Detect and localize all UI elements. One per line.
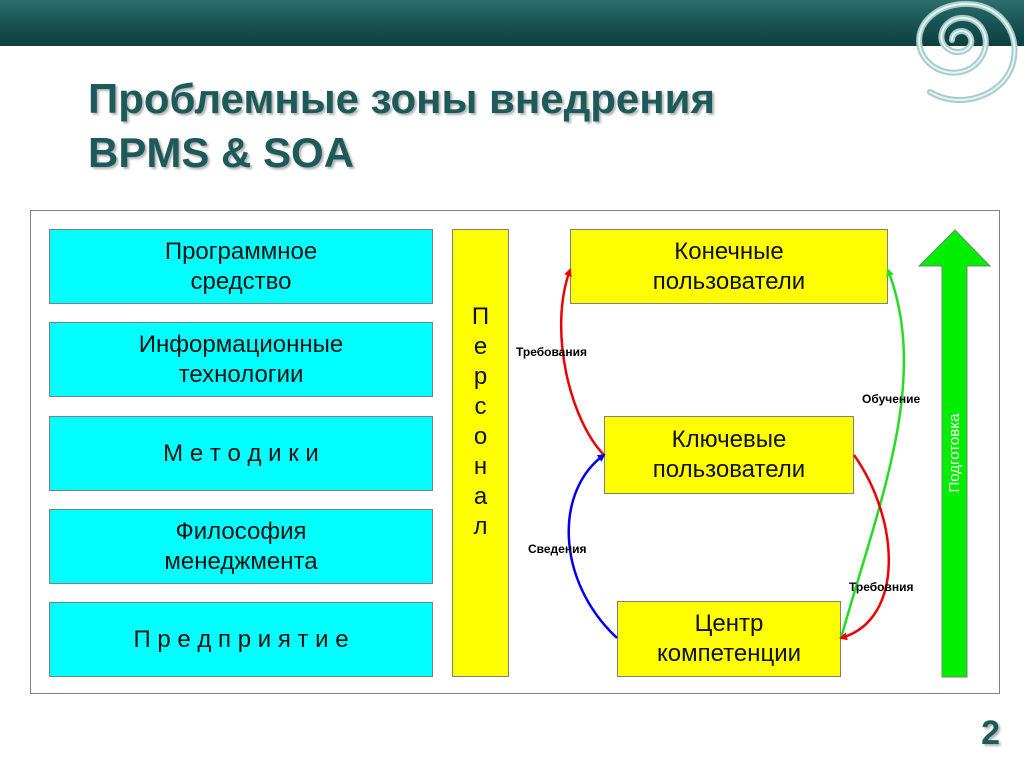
preparation-arrow-shape xyxy=(917,229,992,678)
layer-management-line-2: менеджмента xyxy=(164,547,318,575)
layer-software-line-1: Программное xyxy=(164,237,318,265)
personnel-letter: П xyxy=(471,303,490,330)
spiral-logo-icon xyxy=(916,0,1018,103)
layer-it: Информационные технологии xyxy=(49,322,433,397)
information-arrow-to-key-users xyxy=(567,453,618,639)
competence-center-line-1: Центр xyxy=(694,610,764,637)
preparation-arrow-label: Подготовка xyxy=(946,413,963,493)
personnel-letter: а xyxy=(473,483,488,510)
layer-it-line-1: Информационные xyxy=(138,330,344,358)
layer-management-philosophy: Философия менеджмента xyxy=(49,509,433,584)
layer-it-line-2: технологии xyxy=(178,360,304,388)
end-users-line-1: Конечные xyxy=(674,237,784,265)
personnel-letter: н xyxy=(473,453,488,480)
slide-title: Проблемные зоны внедрения BPMS & SOA xyxy=(88,72,868,180)
slide-title-line-2: BPMS & SOA xyxy=(88,129,355,176)
requirements-arrow-to-competence-center xyxy=(839,454,890,641)
top-banner xyxy=(0,0,1024,46)
end-users-box: Конечные пользователи xyxy=(570,229,888,304)
layer-software-line-2: средство xyxy=(190,267,292,295)
layer-management-line-1: Философия xyxy=(175,517,307,545)
key-users-line-1: Ключевые xyxy=(671,426,787,453)
personnel-letter: л xyxy=(473,513,488,540)
slide-title-line-1: Проблемные зоны внедрения xyxy=(88,75,715,122)
key-users-box: Ключевые пользователи xyxy=(604,416,854,494)
page-number: 2 xyxy=(981,714,1000,752)
personnel-letter: е xyxy=(473,333,488,360)
end-users-line-2: пользователи xyxy=(652,267,806,295)
layer-methods: М е т о д и к и xyxy=(49,416,433,491)
requirements-arrow-to-end-users xyxy=(559,268,605,456)
personnel-letter: с xyxy=(474,393,487,420)
training-arrow-to-end-users xyxy=(839,268,906,639)
personnel-box: П е р с о н а л xyxy=(452,229,509,677)
requirements-top-label: Требования xyxy=(516,345,587,359)
personnel-letter: о xyxy=(473,423,488,450)
layer-software: Программное средство xyxy=(49,229,433,304)
information-label: Сведения xyxy=(528,542,587,556)
layer-methods-label: М е т о д и к и xyxy=(163,439,319,467)
personnel-letter: р xyxy=(473,363,488,390)
layer-enterprise-label: П р е д п р и я т и е xyxy=(133,625,349,653)
requirements-bottom-label: Требовния xyxy=(849,580,914,594)
layer-enterprise: П р е д п р и я т и е xyxy=(49,602,433,677)
competence-center-box: Центр компетенции xyxy=(617,601,841,677)
competence-center-line-2: компетенции xyxy=(656,640,802,667)
training-label: Обучение xyxy=(862,392,921,406)
key-users-line-2: пользователи xyxy=(652,456,806,483)
